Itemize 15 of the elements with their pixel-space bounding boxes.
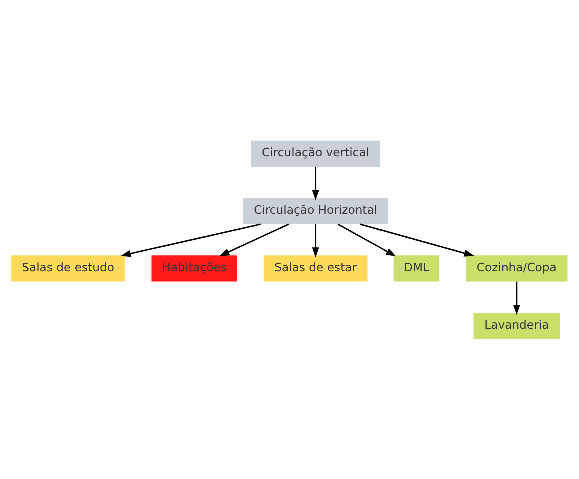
arrow (120, 223, 262, 257)
arrow (360, 223, 475, 256)
arrow (312, 166, 320, 200)
node-box: Circulação vertical (251, 140, 380, 167)
arrow (219, 223, 290, 256)
node-box: Salas de estudo (11, 255, 126, 282)
arrow (312, 224, 320, 258)
node-box: Cozinha/Copa (466, 255, 568, 282)
node-box: Habitações (152, 255, 238, 282)
node-box: DML (394, 255, 440, 282)
node-box: Lavanderia (474, 312, 560, 339)
node-box: Circulação Horizontal (243, 198, 388, 224)
node-box: Salas de estar (264, 255, 368, 282)
arrow (338, 223, 396, 256)
arrow (513, 281, 520, 315)
